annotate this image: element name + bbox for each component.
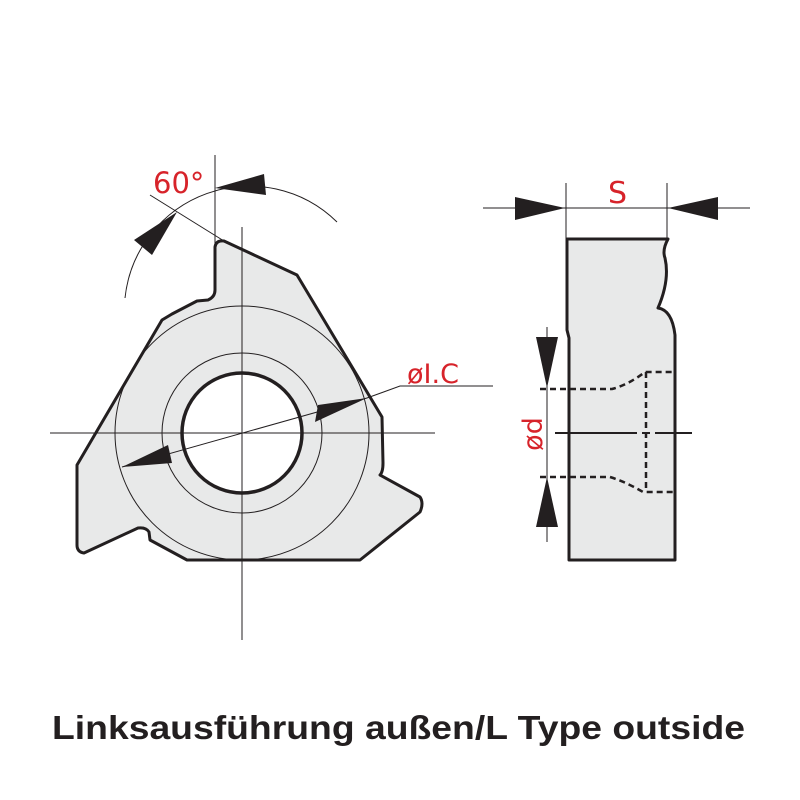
side-outline <box>565 237 677 562</box>
d-label: ød <box>518 417 549 451</box>
s-arrow-right <box>668 197 718 220</box>
hole-hidden-bottom <box>540 475 675 494</box>
insert-side-view: S ød <box>483 176 750 562</box>
d-arrow-bottom <box>536 477 558 527</box>
d-arrow-top <box>536 337 558 388</box>
s-label: S <box>608 176 627 211</box>
caption: Linksausführung außen/L Type outside <box>52 709 745 746</box>
ic-label: øI.C <box>407 359 459 390</box>
angle-label: 60° <box>153 166 204 200</box>
angle-arrow-left <box>134 212 177 255</box>
ic-arrow-left <box>122 445 172 467</box>
hole-hidden-top <box>540 370 675 391</box>
angle-arc <box>124 185 338 299</box>
s-arrow-left <box>515 197 565 220</box>
angle-reference-slanted <box>149 194 225 242</box>
angle-arrow-right <box>215 174 266 195</box>
ic-leader-line <box>366 385 493 399</box>
ic-arrow-right <box>315 398 367 422</box>
insert-front-view: 60° øI.C <box>50 155 493 640</box>
